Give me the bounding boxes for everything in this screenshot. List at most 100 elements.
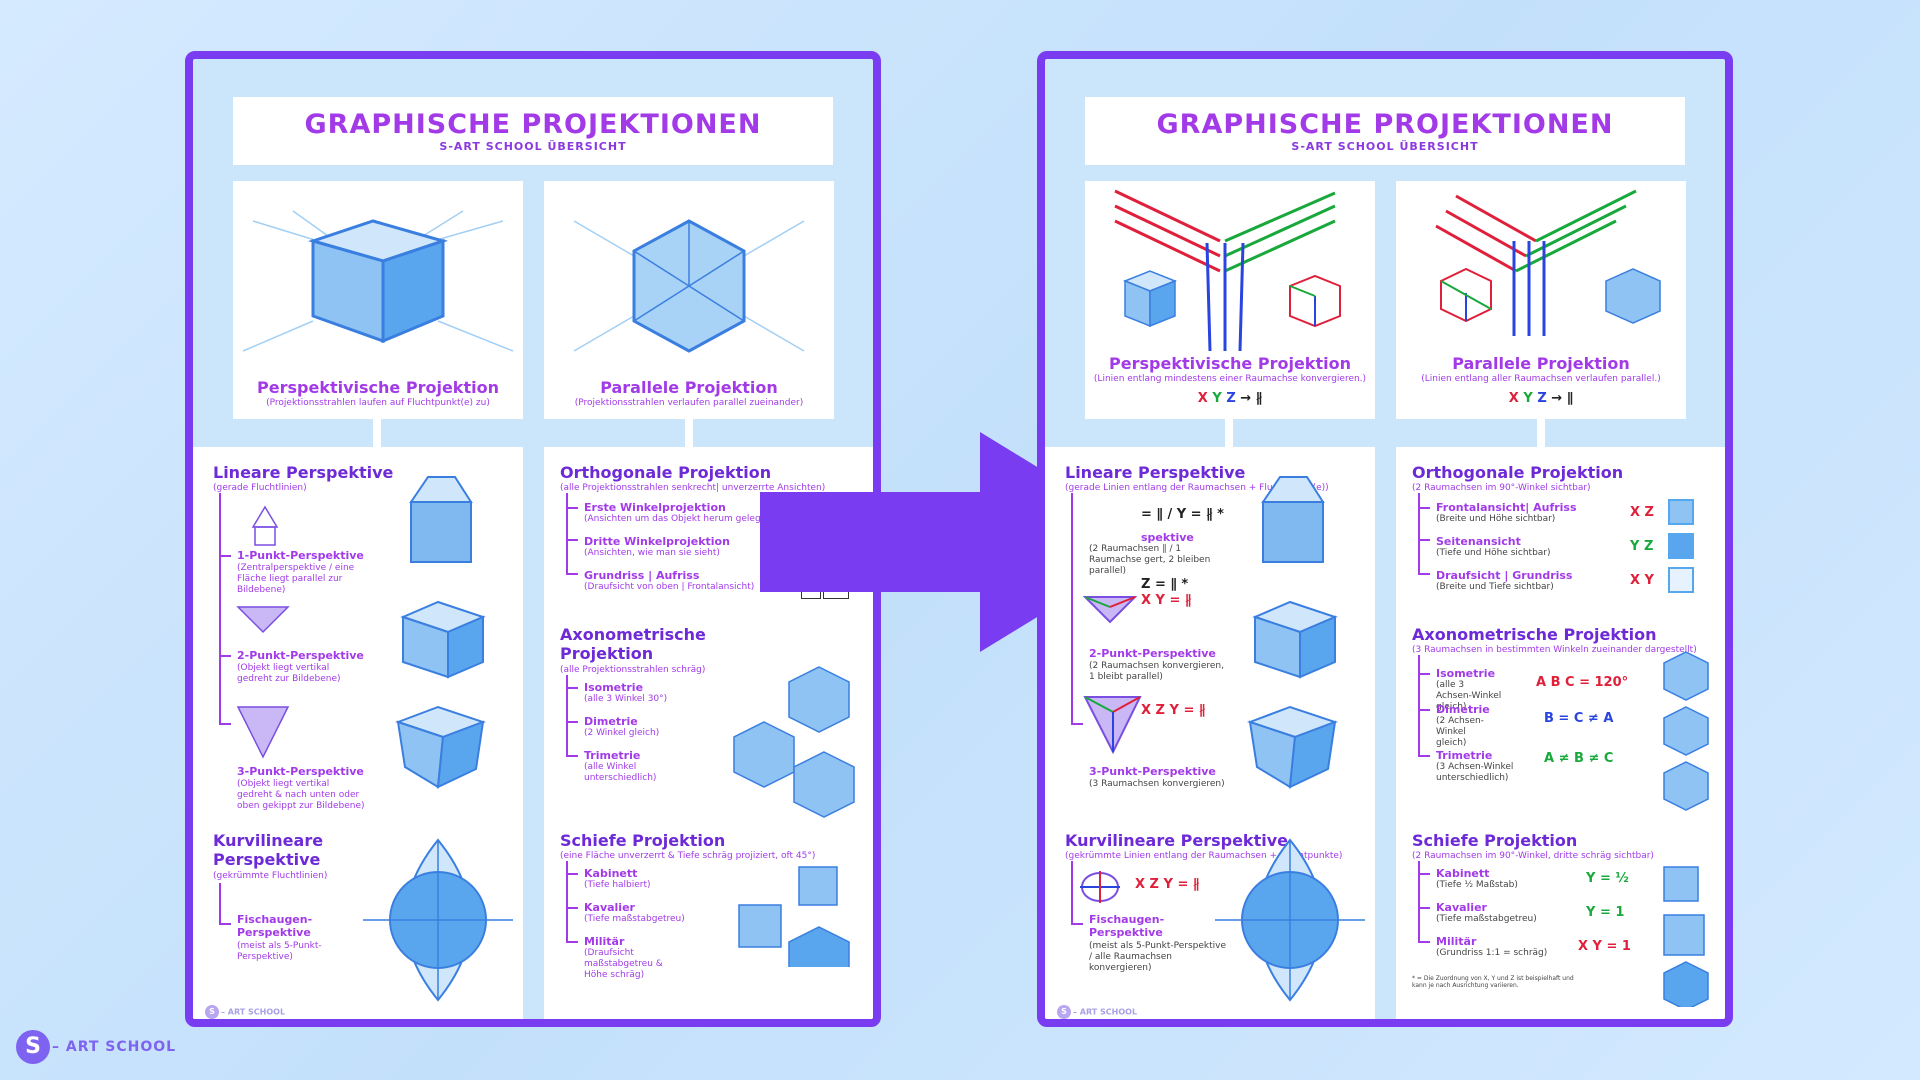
item-title: 2-Punkt-Perspektive — [1089, 647, 1216, 660]
card-title: Parallele Projektion — [600, 378, 778, 397]
bracket-tick — [1418, 873, 1430, 875]
item-title: Fischaugen-Perspektive — [237, 913, 313, 939]
card-note: (Linien entlang mindestens einer Raumach… — [1093, 374, 1367, 384]
poster-logo: S– ART SCHOOL — [205, 1005, 285, 1019]
formula: X Z Y = ∦ — [1135, 877, 1200, 892]
perspective-cube-illustration — [242, 210, 514, 352]
item-title: Trimetrie — [584, 749, 641, 762]
poster-logo: S– ART SCHOOL — [1057, 1005, 1137, 1019]
bracket-tick — [1418, 673, 1430, 675]
fisheye-illustration — [363, 838, 513, 1002]
connector — [1225, 419, 1233, 447]
section-title: Orthogonale Projektion — [1412, 463, 1624, 482]
s-logo-icon: S — [16, 1030, 50, 1064]
item-note: (3 Raumachsen konvergieren) — [1089, 779, 1225, 789]
bracket-line — [566, 493, 568, 573]
formula: X Z Y = ∦ — [1141, 703, 1206, 718]
card-formula: X Y Z → ∥ — [1396, 391, 1686, 406]
formula: B = C ≠ A — [1544, 711, 1614, 726]
formula-x: X — [1197, 391, 1208, 406]
bracket-tick — [566, 873, 578, 875]
bracket-line — [1418, 655, 1420, 755]
bracket-tick — [566, 721, 578, 723]
section-title: Axonometrische Projektion — [1412, 625, 1657, 644]
formula: Z = ∥ * — [1141, 577, 1189, 592]
card-note: (Projektionsstrahlen verlaufen parallel … — [574, 398, 804, 408]
formula: X Y = 1 — [1578, 939, 1631, 954]
projection-cubes-illustration — [1663, 651, 1709, 1007]
bracket-tick — [1418, 573, 1430, 575]
item-title: Kavalier — [1436, 901, 1487, 914]
item-title: Fischaugen-Perspektive — [1089, 913, 1165, 939]
bracket-tick — [1071, 923, 1083, 925]
formula-y: Y — [1523, 391, 1533, 406]
section-parallel-types: Orthogonale Projektion (2 Raumachsen im … — [1396, 447, 1725, 1019]
item-note: (2 Raumachsen konvergieren, 1 bleibt par… — [1089, 661, 1224, 682]
formula-y: Y — [1212, 391, 1222, 406]
section-parallel-types: Orthogonale Projektion (alle Projektions… — [544, 447, 873, 1019]
card-title: Perspektivische Projektion — [1109, 354, 1351, 373]
bracket-line — [566, 861, 568, 941]
item-title: Draufsicht | Grundriss — [1436, 569, 1573, 582]
bracket-tick — [1418, 709, 1430, 711]
section-note: (2 Raumachsen im 90°-Winkel sichtbar) — [1412, 483, 1591, 493]
section-note: (gekrümmte Fluchtlinien) — [213, 871, 328, 881]
section-note: (gerade Fluchtlinien) — [213, 483, 307, 493]
bracket-line — [1418, 493, 1420, 573]
bracket-tick — [566, 941, 578, 943]
section-title: Axonometrische Projektion — [560, 625, 706, 663]
item-note: (2 Raumachsen ∥ / 1 Raumachse gert, 2 bl… — [1089, 544, 1211, 576]
item-title: 2-Punkt-Perspektive — [237, 649, 364, 662]
section-title: Kurvilineare Perspektive — [1065, 831, 1288, 850]
section-title: Kurvilineare Perspektive — [213, 831, 324, 869]
item-note: (Tiefe ½ Maßstab) — [1436, 880, 1518, 890]
card-parallel: Parallele Projektion (Projektionsstrahle… — [544, 181, 834, 419]
connector — [373, 419, 381, 447]
item-note: (Ansichten, wie man sie sieht) — [584, 548, 720, 558]
item-note: (meist als 5-Punkt-Perspektive) — [237, 941, 322, 962]
section-title: Orthogonale Projektion — [560, 463, 772, 482]
item-note: (Draufsicht von oben | Frontalansicht) — [584, 582, 755, 592]
section-note: (gekrümmte Linien entlang der Raumachsen… — [1065, 851, 1343, 861]
formula-rest: → ∦ — [1240, 391, 1263, 406]
item-title: Seitenansicht — [1436, 535, 1521, 548]
item-title: 3-Punkt-Perspektive — [237, 765, 364, 778]
item-note: (Objekt liegt vertikal gedreht & nach un… — [237, 779, 365, 811]
item-title: Dritte Winkelprojektion — [584, 535, 730, 548]
bracket-tick — [566, 755, 578, 757]
fisheye-illustration — [1215, 838, 1365, 1002]
bracket-tick — [1071, 723, 1083, 725]
footnote: * = Die Zuordnung von X, Y und Z ist bei… — [1412, 975, 1574, 989]
item-title: Kabinett — [1436, 867, 1490, 880]
bracket-line — [1071, 861, 1073, 923]
view-swatch — [1668, 499, 1694, 525]
item-title: Dimetrie — [1436, 703, 1490, 716]
poster-subtitle: S-ART SCHOOL ÜBERSICHT — [439, 140, 627, 153]
bracket-tick — [219, 555, 231, 557]
section-note: (gerade Linien entlang der Raumachsen + … — [1065, 483, 1329, 493]
connector — [685, 419, 693, 447]
poster-right: GRAPHISCHE PROJEKTIONEN S-ART SCHOOL ÜBE… — [1037, 51, 1733, 1027]
bracket-tick — [1418, 907, 1430, 909]
bracket-line — [219, 883, 221, 923]
parallel-cube-illustration — [573, 219, 805, 353]
card-note: (Projektionsstrahlen laufen auf Fluchtpu… — [266, 398, 490, 408]
item-title: Isometrie — [584, 681, 644, 694]
fisheye-axes-icon — [1080, 871, 1120, 903]
perspective-illustrations — [1082, 476, 1338, 789]
bracket-tick — [1418, 941, 1430, 943]
poster-logo-text: – ART SCHOOL — [1073, 1007, 1138, 1017]
section-note: (alle Projektionsstrahlen senkrecht| unv… — [560, 483, 826, 493]
poster-header: GRAPHISCHE PROJEKTIONEN S-ART SCHOOL ÜBE… — [233, 97, 833, 165]
item-title: Militär — [1436, 935, 1477, 948]
item-title: Isometrie — [1436, 667, 1496, 680]
bracket-tick — [219, 723, 231, 725]
poster-header: GRAPHISCHE PROJEKTIONEN S-ART SCHOOL ÜBE… — [1085, 97, 1685, 165]
item-title: Dimetrie — [584, 715, 638, 728]
poster-title: GRAPHISCHE PROJEKTIONEN — [304, 109, 762, 140]
item-title: Kavalier — [584, 901, 635, 914]
item-title: spektive — [1141, 531, 1194, 544]
poster-subtitle: S-ART SCHOOL ÜBERSICHT — [1291, 140, 1479, 153]
item-note: (Tiefe halbiert) — [584, 880, 651, 890]
item-title: Grundriss | Aufriss — [584, 569, 700, 582]
